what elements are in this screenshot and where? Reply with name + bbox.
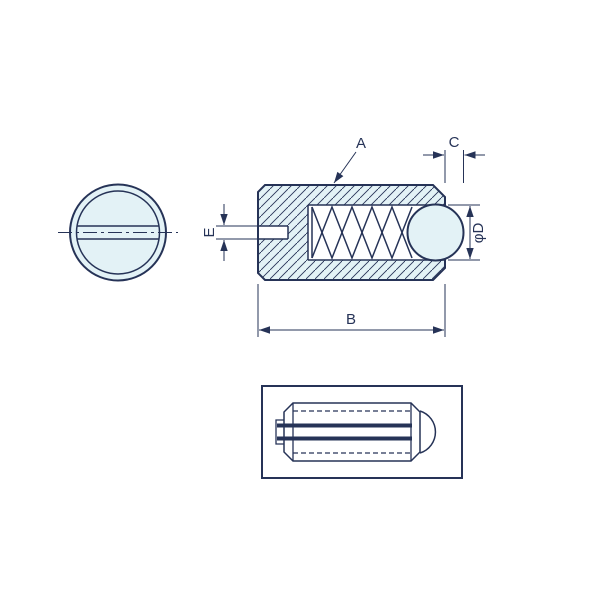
section-hatching [258, 185, 445, 280]
dim-phi-d-label: φD [470, 223, 487, 244]
dim-b-label: B [346, 311, 356, 328]
dim-a-label: A [356, 135, 366, 152]
section-view [257, 184, 465, 281]
thumbnail-view [261, 385, 463, 479]
thumbnail-ball-arc [419, 410, 437, 454]
thumbnail-body-outline [283, 402, 421, 462]
spring [311, 204, 413, 261]
dim-a-leader [333, 151, 357, 184]
front-view [58, 183, 178, 282]
dim-c-label: C [449, 134, 460, 151]
section-slot-fill [258, 226, 288, 239]
dimensions: A C E φD B [201, 134, 487, 337]
dim-e-label: E [201, 227, 218, 237]
thumbnail-frame [261, 385, 463, 479]
section-body-outline [257, 184, 446, 281]
spring-coil-b [311, 204, 413, 261]
ball [406, 203, 465, 262]
thumbnail-slot-notch [275, 419, 284, 445]
